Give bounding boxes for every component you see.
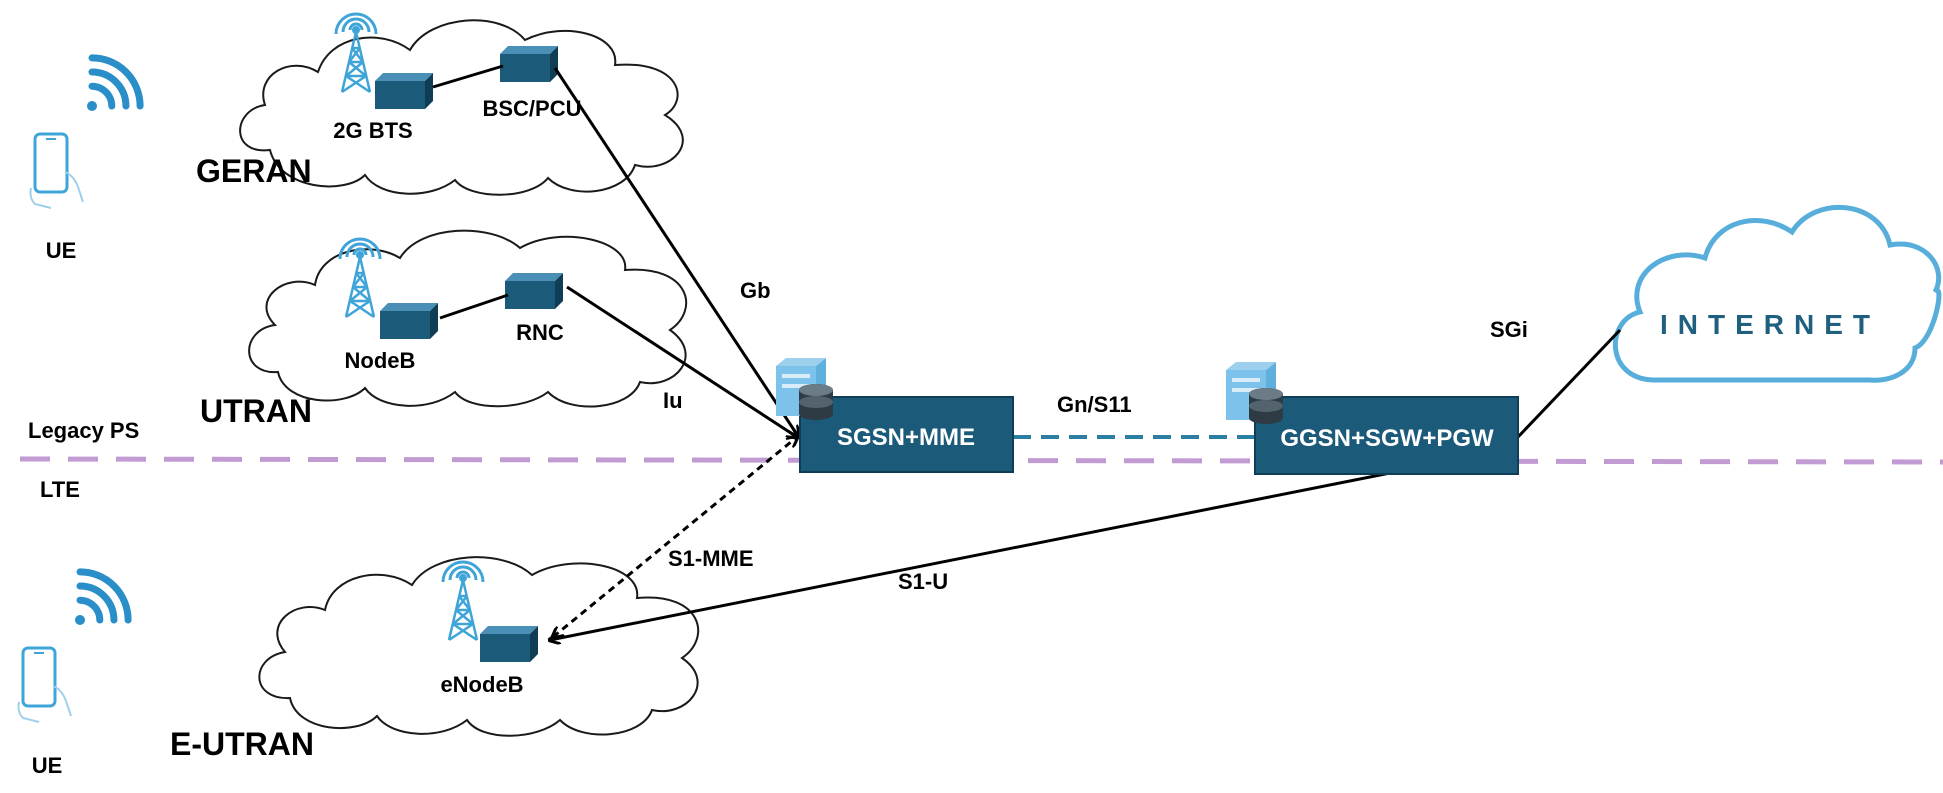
internet-label: INTERNET xyxy=(1660,309,1880,340)
bsc-label: BSC/PCU xyxy=(482,96,581,121)
rnc-box-icon xyxy=(505,273,563,309)
ue-top: UE xyxy=(29,48,151,263)
phone-icon xyxy=(29,132,85,210)
bts-box-icon xyxy=(375,73,433,109)
sgsn-mme-node: SGSN+MME xyxy=(776,358,1014,473)
utran-cloud xyxy=(248,229,688,408)
nodeb-label: NodeB xyxy=(345,348,416,373)
internet-cloud: INTERNET xyxy=(1612,204,1942,383)
wifi-icon xyxy=(87,48,150,111)
enodeb-box-icon xyxy=(480,626,538,662)
sgi-label: SGi xyxy=(1490,317,1528,342)
enodeb-label: eNodeB xyxy=(440,672,523,697)
ggsn-sgw-pgw-label: GGSN+SGW+PGW xyxy=(1280,425,1494,452)
s1-mme-label: S1-MME xyxy=(668,546,754,571)
iu-link xyxy=(566,285,797,437)
ue-top-label: UE xyxy=(46,238,77,263)
server-database-icon xyxy=(776,358,833,420)
wifi-icon xyxy=(75,562,138,625)
geran-label: GERAN xyxy=(196,153,312,189)
bts-bsc-link xyxy=(432,64,504,89)
eutran-label: E-UTRAN xyxy=(170,726,314,762)
s1-u-label: S1-U xyxy=(898,569,948,594)
gb-link xyxy=(553,67,798,436)
gn-s11-label: Gn/S11 xyxy=(1057,392,1132,417)
utran-label: UTRAN xyxy=(200,393,312,429)
lte-label: LTE xyxy=(40,477,80,502)
legacy-ps-label: Legacy PS xyxy=(28,418,139,443)
sgsn-mme-label: SGSN+MME xyxy=(837,424,975,451)
nodeb-box-icon xyxy=(380,303,438,339)
gb-label: Gb xyxy=(740,278,771,303)
bsc-box-icon xyxy=(500,46,558,82)
sgi-link xyxy=(1516,328,1622,439)
bts-label: 2G BTS xyxy=(333,118,412,143)
server-database-icon xyxy=(1226,362,1283,424)
ue-bottom-label: UE xyxy=(32,753,63,778)
nodeb-rnc-link xyxy=(439,293,509,320)
ggsn-sgw-pgw-node: GGSN+SGW+PGW xyxy=(1226,362,1519,475)
s1-mme-link xyxy=(553,437,797,637)
rnc-label: RNC xyxy=(516,320,564,345)
phone-icon xyxy=(17,646,73,724)
s1-u-link xyxy=(550,471,1391,640)
ue-bottom: UE xyxy=(17,562,139,778)
eutran-cloud xyxy=(258,556,700,737)
iu-label: Iu xyxy=(663,388,683,413)
